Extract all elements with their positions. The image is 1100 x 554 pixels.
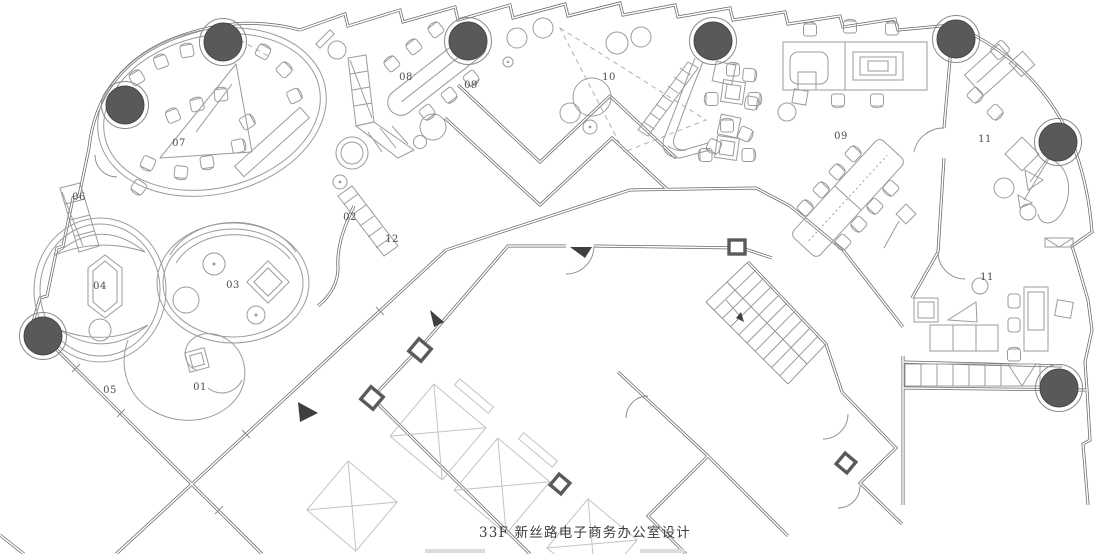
chair [173,165,189,181]
hatch-bands [59,54,1041,387]
room-number-label: 02 [343,212,357,223]
chair [462,69,480,87]
room-number-label: 09 [834,131,848,142]
chair [152,53,169,70]
chair [843,18,857,34]
chair [427,21,445,39]
chair [834,233,852,251]
chair [254,43,272,60]
chair [139,155,157,172]
chair [128,69,146,87]
chair [164,107,182,124]
column [199,18,247,66]
column [19,312,67,360]
structural-columns [19,15,1083,412]
chair [726,61,740,77]
chair [720,117,734,133]
room-number-label: 06 [72,192,86,203]
room-number-label: 03 [226,280,240,291]
wall-jambs [358,238,859,497]
chair [796,199,814,217]
elevator-shafts [306,378,638,554]
cropped-text-ghost [640,549,685,553]
doors-and-partitions [71,127,966,515]
chair [803,21,817,37]
chair [275,61,293,79]
chair [844,145,862,163]
chair [1007,346,1021,362]
room-number-label: 11 [978,134,992,145]
chair [831,93,845,109]
chairs [128,18,1021,362]
door-leaf-icon [430,310,444,327]
room-number-label: 04 [93,281,107,292]
chair [882,179,900,197]
cropped-text-ghost [425,549,485,553]
stair-treads [705,261,827,385]
chair [230,138,247,154]
door-leaf-icon [570,247,592,258]
chair [189,96,205,113]
chair [986,103,1004,121]
chair [885,20,899,36]
chair [130,178,148,196]
chair [703,92,719,106]
room-number-label: 01 [193,382,207,393]
chair [440,86,458,104]
room-number-label: 08 [399,72,413,83]
dark-markers [298,247,744,422]
chair [850,215,868,233]
chair [286,87,303,105]
chair [238,113,256,131]
chair [870,93,884,109]
drawing-caption: 33F 新丝路电子商务办公室设计 [479,524,691,541]
chair [383,55,401,73]
chair [812,181,830,199]
chair [742,67,758,83]
stair-arrow-icon [736,312,744,322]
furniture [33,17,1074,421]
chair [405,38,423,56]
chair [828,163,846,181]
chair [213,86,229,102]
meeting-oval [97,27,327,197]
room-number-label: 05 [103,385,117,396]
direction-pointer-icon [298,402,318,422]
chair [866,197,884,215]
column [444,17,492,65]
chair [705,138,723,155]
chair [418,103,436,121]
chair [966,86,984,104]
chair [199,154,215,171]
chair [741,148,757,162]
room-number-label: 12 [385,234,399,245]
column [932,15,980,63]
chair [737,125,754,143]
chair [747,92,763,106]
chair [697,148,713,162]
column [1034,118,1082,166]
room-number-label: 07 [172,138,186,149]
column [1035,364,1083,412]
chair [743,95,760,111]
chair [179,42,195,59]
column [689,17,737,65]
column [101,81,149,129]
room-number-label: 10 [602,72,616,83]
room-number-label: 11 [980,272,994,283]
room-labels: 01 02 03 04 05 06 07 08 09 09 10 11 11 12 [72,72,994,396]
room-number-label: 09 [464,80,478,91]
